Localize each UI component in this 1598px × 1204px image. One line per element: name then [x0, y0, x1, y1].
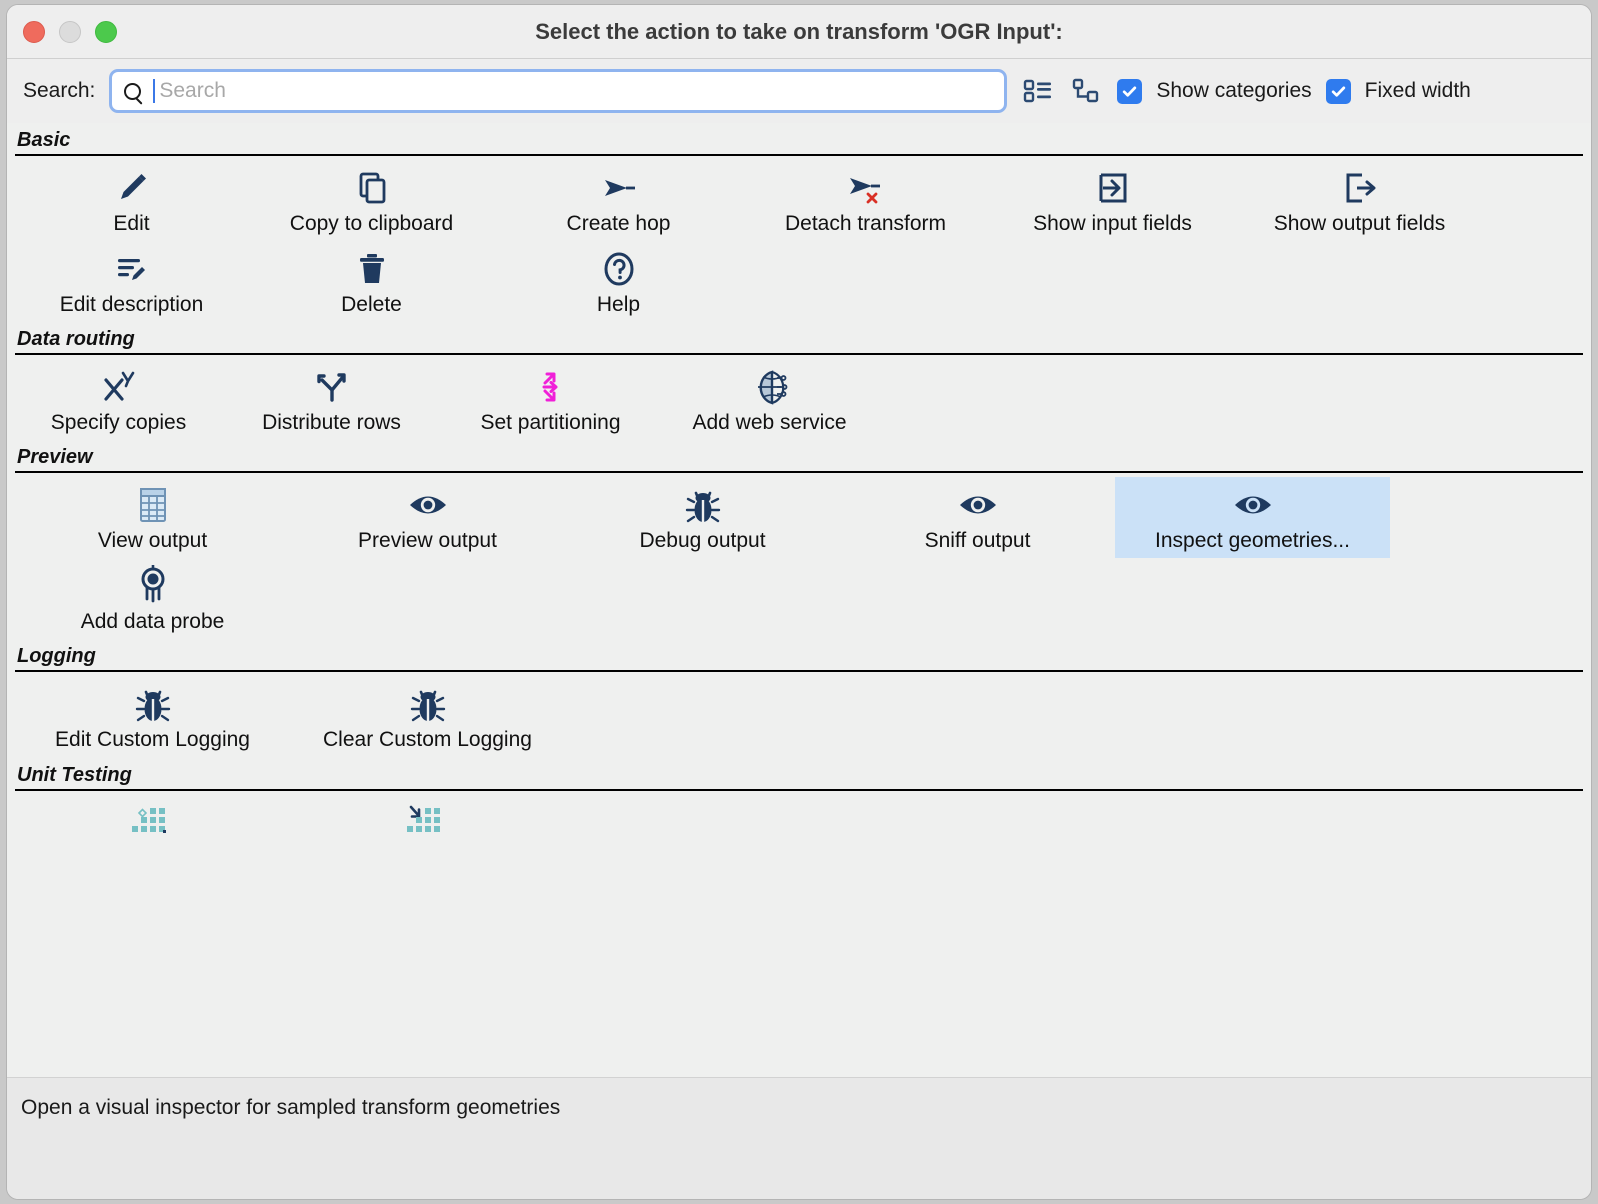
pencil-icon — [112, 166, 152, 210]
search-field[interactable] — [109, 69, 1008, 113]
fixed-width-label: Fixed width — [1364, 79, 1471, 102]
action-label: Copy to clipboard — [289, 212, 454, 235]
action-label: Edit Custom Logging — [55, 728, 250, 752]
unit-test-attach-icon — [406, 801, 450, 845]
action-label: Delete — [341, 293, 402, 317]
action-label: Create hop — [566, 212, 671, 235]
action-copy-to-clipboard[interactable]: Copy to clipboard — [248, 160, 495, 241]
eye-icon — [1232, 483, 1274, 527]
section-grid-data-routing: Specify copies Distribute rows — [15, 355, 1583, 440]
title-bar: Select the action to take on transform '… — [7, 5, 1591, 59]
action-label: Detach transform — [784, 212, 947, 235]
search-icon — [124, 82, 142, 100]
unit-test-create-icon — [131, 801, 175, 845]
action-view-output[interactable]: View output — [15, 477, 290, 558]
text-caret — [153, 79, 156, 103]
action-label: Show input fields — [1033, 212, 1192, 235]
zoom-button[interactable] — [95, 20, 117, 43]
globe-icon — [750, 365, 790, 409]
action-preview-output[interactable]: Preview output — [290, 477, 565, 558]
section-header-preview: Preview — [15, 440, 1583, 474]
search-input[interactable] — [157, 72, 1005, 110]
action-label: Clear Custom Logging — [323, 728, 532, 752]
output-fields-icon — [1340, 166, 1380, 210]
dialog-window: Select the action to take on transform '… — [6, 4, 1592, 1200]
action-label: Show output fields — [1273, 212, 1446, 235]
section-header-data-routing: Data routing — [15, 322, 1583, 356]
action-edit[interactable]: Edit — [15, 160, 248, 241]
actions-body: Basic Edit Copy to clipb — [7, 123, 1591, 1077]
section-grid-basic: Edit Copy to clipboard — [15, 156, 1583, 322]
window-title: Select the action to take on transform '… — [535, 18, 1063, 44]
show-categories-label: Show categories — [1156, 79, 1312, 102]
section-header-basic: Basic — [15, 123, 1583, 156]
status-message: Open a visual inspector for sampled tran… — [21, 1096, 561, 1119]
close-button[interactable] — [23, 20, 45, 43]
table-icon — [136, 483, 170, 527]
section-header-logging: Logging — [15, 639, 1583, 673]
bug-icon — [409, 682, 447, 726]
edit-description-icon — [112, 247, 152, 291]
minimize-button[interactable] — [59, 20, 81, 43]
action-label: Sniff output — [924, 529, 1031, 553]
action-label: Specify copies — [50, 411, 187, 435]
action-edit-description[interactable]: Edit description — [15, 241, 248, 322]
action-delete[interactable]: Delete — [248, 241, 495, 322]
tree-view-icon[interactable] — [1069, 76, 1103, 106]
action-sniff-output[interactable]: Sniff output — [840, 477, 1115, 558]
action-add-data-probe[interactable]: Add data probe — [15, 558, 290, 639]
action-create-hop[interactable]: Create hop — [495, 160, 742, 241]
show-categories-checkbox[interactable] — [1117, 78, 1143, 104]
search-toolbar: Search: Show categories — [7, 59, 1591, 123]
section-header-unit-testing: Unit Testing — [15, 758, 1583, 791]
section-grid-logging: Edit Custom Logging Clear Custom Logging — [15, 672, 1583, 757]
bug-icon — [134, 682, 172, 726]
section-grid-unit-testing — [15, 791, 1583, 855]
action-label: Edit description — [59, 293, 204, 317]
action-set-partitioning[interactable]: Set partitioning — [441, 359, 660, 440]
action-label: Set partitioning — [480, 411, 621, 435]
x-to-the-y-icon — [97, 365, 141, 409]
action-unit-test-create[interactable] — [15, 795, 290, 855]
action-clear-custom-logging[interactable]: Clear Custom Logging — [290, 676, 565, 757]
fixed-width-checkbox[interactable] — [1325, 78, 1351, 104]
input-fields-icon — [1093, 166, 1133, 210]
action-help[interactable]: Help — [495, 241, 742, 322]
question-mark-icon — [599, 247, 639, 291]
detach-hop-icon — [844, 166, 888, 210]
action-detach-transform[interactable]: Detach transform — [742, 160, 989, 241]
action-debug-output[interactable]: Debug output — [565, 477, 840, 558]
list-view-icon[interactable] — [1021, 76, 1055, 106]
search-label: Search: — [23, 79, 96, 102]
status-bar: Open a visual inspector for sampled tran… — [7, 1077, 1591, 1199]
action-label: Add web service — [692, 411, 847, 435]
eye-icon — [957, 483, 999, 527]
action-label: Add data probe — [80, 610, 225, 634]
action-label: Edit — [113, 212, 150, 235]
trash-icon — [352, 247, 392, 291]
action-distribute-rows[interactable]: Distribute rows — [222, 359, 441, 440]
probe-icon — [136, 564, 170, 608]
action-show-output-fields[interactable]: Show output fields — [1236, 160, 1483, 241]
action-inspect-geometries[interactable]: Inspect geometries... — [1115, 477, 1390, 559]
action-add-web-service[interactable]: Add web service — [660, 359, 879, 440]
action-label: Distribute rows — [262, 411, 401, 435]
copy-icon — [352, 166, 392, 210]
arrow-hop-icon — [597, 166, 641, 210]
section-grid-preview: View output Preview output — [15, 473, 1583, 639]
eye-icon — [407, 483, 449, 527]
bug-icon — [684, 483, 722, 527]
fork-arrows-icon — [310, 365, 354, 409]
partition-arrows-icon — [531, 365, 571, 409]
traffic-lights — [23, 20, 117, 43]
action-label: Help — [596, 293, 641, 317]
action-label: Inspect geometries... — [1155, 529, 1350, 553]
action-label: View output — [97, 529, 208, 553]
action-label: Debug output — [639, 529, 766, 553]
action-edit-custom-logging[interactable]: Edit Custom Logging — [15, 676, 290, 757]
action-specify-copies[interactable]: Specify copies — [15, 359, 222, 440]
action-show-input-fields[interactable]: Show input fields — [989, 160, 1236, 241]
action-label: Preview output — [358, 529, 497, 553]
action-unit-test-attach[interactable] — [290, 795, 565, 855]
